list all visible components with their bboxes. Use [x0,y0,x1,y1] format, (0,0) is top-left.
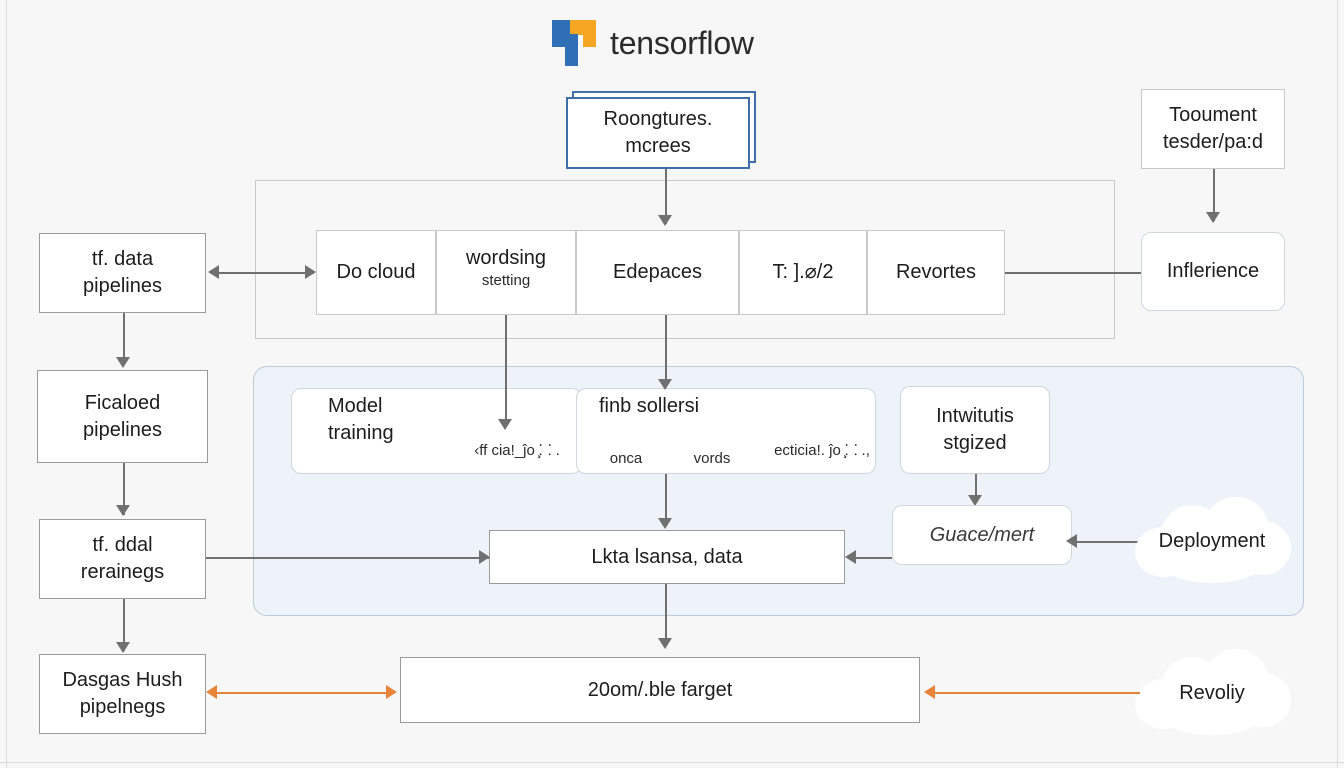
edge-revoliy-to-target [930,692,1140,694]
inference-node[interactable]: Inflerience [1141,232,1285,311]
arrowhead-left2-to-data [479,550,490,564]
left-node-3-line2: pipelnegs [79,696,166,718]
toprow-box-1[interactable]: wordsing [436,230,576,315]
model-training-node[interactable]: Model training [291,388,582,474]
left-node-0-line2: pipelines [83,275,162,297]
arrowhead-intwitutis-to-guacemert [968,495,982,506]
target-node[interactable]: 20om/.ble farget [400,657,920,723]
edge-left-1-2 [123,463,125,515]
left-node-1-line1: Ficaloed [84,391,161,414]
target-node-label: 20om/.ble farget [587,678,733,701]
intwitutis-line1: Intwitutis [936,405,1014,427]
brand-name: tensorflow [610,24,754,61]
data-node-label: Lkta lsansa, data [591,545,743,568]
top-group-container [255,180,1115,339]
left-node-2-line2: rerainegs [80,561,165,583]
toprow-box-2-label: Edepaces [613,261,702,283]
edge-finb-to-data [665,474,667,526]
toprow-box-2[interactable]: Edepaces [576,230,739,315]
edge-deployment-to-guacemert [1072,541,1147,543]
arrowhead-document-to-inference [1206,212,1220,223]
edge-toprow2-to-finb [665,315,667,387]
source-stack-line1: Roongtures. [603,108,713,130]
toprow-box-0-label: Do cloud [336,261,416,283]
edge-left-2-3 [123,599,125,651]
arrowhead-data-to-target [658,638,672,649]
edge-left-0-1 [123,313,125,365]
inner-label-0: ‹ff cia!_ĵo ̧⸬ . [474,442,560,459]
page-frame-bottom [0,762,1344,763]
model-training-line1: Model [328,395,383,417]
left-node-1-line2: pipelines [83,418,162,441]
arrowhead-left3-to-target [386,685,397,699]
edge-document-to-inference [1213,169,1215,221]
cloud-puff [1157,687,1267,735]
document-node-line1: Tooument [1169,104,1257,126]
page-frame-right [1337,0,1338,768]
cloud-puff [1157,535,1267,583]
toprow-box-3[interactable]: T: ].⌀/2 [739,230,867,315]
revoliy-cloud[interactable]: Revoliy [1131,647,1293,739]
intwitutis-node[interactable]: Intwitutis stgized [900,386,1050,474]
data-node[interactable]: Lkta lsansa, data [489,530,845,584]
left-node-1[interactable]: Ficaloed pipelines [37,370,208,463]
edge-left2-to-data [206,557,489,559]
arrowhead-target-to-left3 [206,685,217,699]
left-node-2-line1: tf. ddal [92,534,153,556]
inference-node-label: Inflerience [1166,260,1260,282]
left-node-2[interactable]: tf. ddal rerainegs [39,519,206,599]
edge-guacemert-to-data [851,557,892,559]
toprow-box-4-label: Revortes [895,261,977,283]
arrowhead-toprow2-to-finb [658,379,672,390]
deployment-cloud-label: Deployment [1158,529,1266,552]
finb-sollersi-node[interactable]: finb sollersi [576,388,876,474]
toprow-box-3-label: T: ].⌀/2 [772,261,834,283]
toprow-box-0[interactable]: Do cloud [316,230,436,315]
revoliy-cloud-label: Revoliy [1179,681,1245,704]
left-node-3-line1: Dasgas Hush [62,669,183,691]
guacemert-node[interactable]: Guace/mert [892,505,1072,565]
arrowhead-guacemert-to-data [845,550,856,564]
source-stack-line2: mcrees [625,135,691,157]
left-node-0[interactable]: tf. data pipelines [39,233,206,313]
arrowhead-toprow-to-tfdata [208,265,219,279]
document-node-line2: tesder/pa:d [1162,131,1264,153]
arrowhead-stack-to-toprow [658,215,672,226]
document-node[interactable]: Tooument tesder/pa:d [1141,89,1285,169]
edge-left3-to-target [214,692,394,694]
inner-label-1: onca [609,450,643,467]
edge-toprow-to-inference [1005,272,1141,274]
guacemert-label: Guace/mert [929,523,1035,546]
source-stack-node[interactable]: Roongtures. mcrees [566,97,750,169]
left-node-3[interactable]: Dasgas Hush pipelnegs [39,654,206,734]
edge-tfdata-toprow [214,272,314,274]
edge-stack-to-toprow [665,169,667,224]
intwitutis-line2: stgized [943,432,1007,454]
toprow-box-4[interactable]: Revortes [867,230,1005,315]
arrowhead-left-2-3 [116,642,130,653]
arrowhead-tfdata-to-toprow [305,265,316,279]
brand-header: tensorflow [552,20,754,66]
inner-label-2: vords [693,450,731,467]
tensorflow-logo-icon [552,20,596,66]
arrowhead-revoliy-to-target [924,685,935,699]
edge-toprow1-to-modeltraining [505,315,507,427]
arrowhead-finb-to-data [658,518,672,529]
page-frame-left [6,0,7,768]
arrowhead-left-1-2 [116,505,130,516]
left-node-0-line1: tf. data [91,248,154,270]
toprow-box-1-overlap-label: stetting [481,272,531,289]
toprow-box-1-label: wordsing [465,247,547,269]
model-training-line2: training [328,422,394,444]
edge-intwitutis-to-guacemert [975,474,977,502]
arrowhead-left-0-1 [116,357,130,368]
deployment-cloud[interactable]: Deployment [1131,495,1293,587]
finb-sollersi-label: finb sollersi [599,395,700,417]
arrowhead-deployment-to-guacemert [1066,534,1077,548]
inner-label-3: ecticia!. ĵo ̧⸬ ., [774,442,870,459]
arrowhead-toprow1-to-modeltraining [498,419,512,430]
edge-data-to-target [665,584,667,646]
